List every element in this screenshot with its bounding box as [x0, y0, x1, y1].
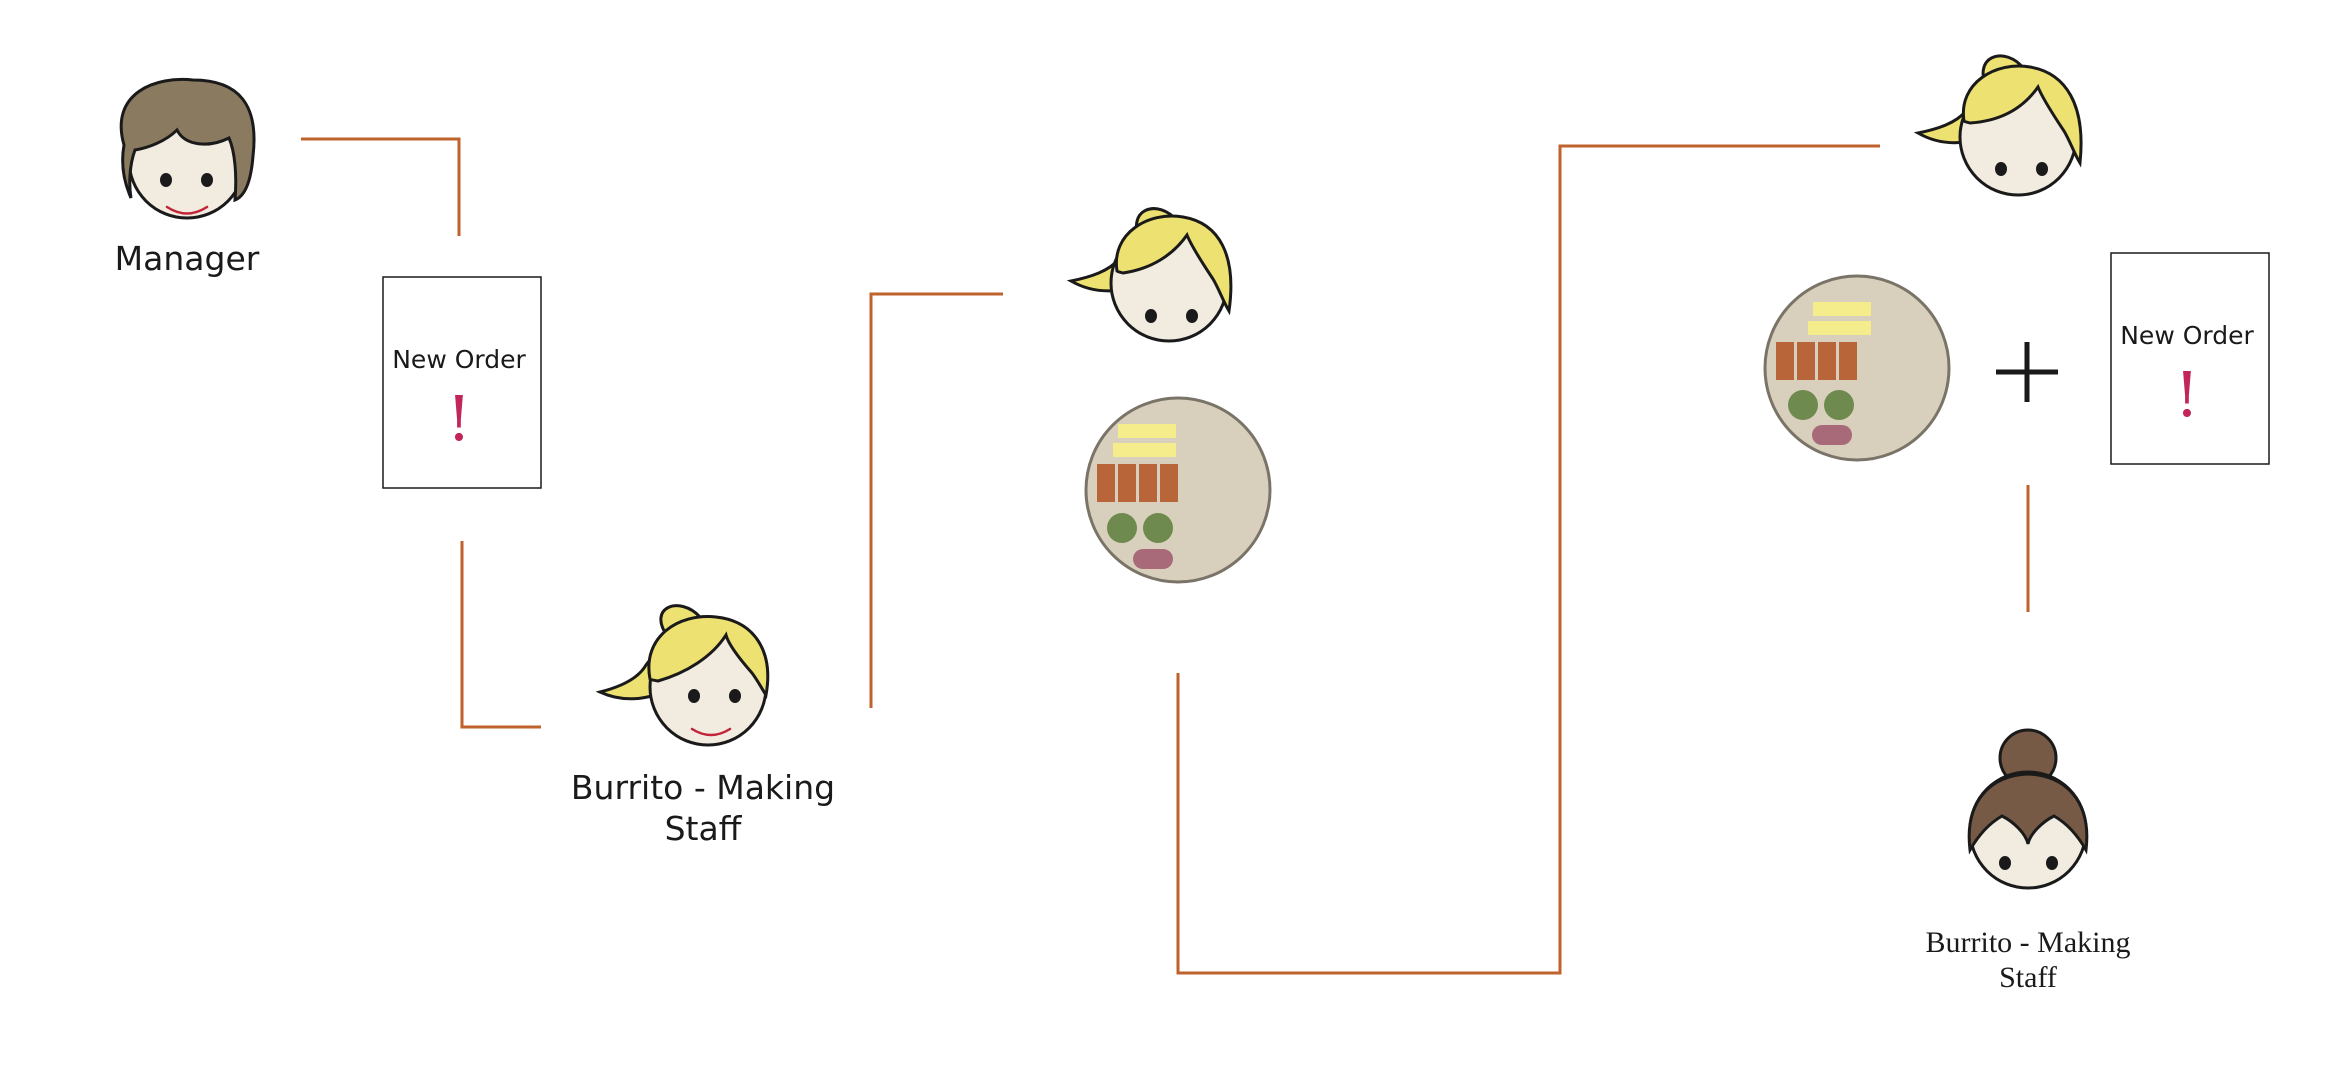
staff-b-right-eye	[2046, 856, 2058, 870]
blonde-hair	[647, 615, 770, 699]
connector-plate-to-final	[1176, 144, 1880, 975]
meat-block	[1818, 342, 1836, 380]
exclamation-icon: !	[447, 382, 472, 455]
bean	[1812, 425, 1852, 445]
veggie	[1788, 390, 1818, 420]
chef-right-eye	[1186, 309, 1198, 323]
tortilla-strip	[1808, 321, 1871, 335]
bun-hair	[1967, 772, 2089, 855]
staff-b-left-eye	[1999, 856, 2011, 870]
manager-left-eye	[160, 173, 172, 187]
burrito-plate-1	[1084, 396, 1272, 584]
staff-a-label-line1: Burrito - Making	[571, 768, 835, 807]
staff-a-label-line2: Staff	[665, 809, 743, 848]
plus-icon	[1996, 342, 2058, 402]
meat-block	[1160, 464, 1178, 502]
tortilla-strip	[1113, 443, 1176, 457]
new-order-title: New Order	[392, 345, 526, 374]
meat-block	[1776, 342, 1794, 380]
manager-label: Manager	[115, 239, 260, 278]
meat-block	[1797, 342, 1815, 380]
meat-block	[1139, 464, 1157, 502]
staff-a-smile	[690, 727, 732, 737]
new-order-title: New Order	[2120, 321, 2254, 350]
connector-manager-to-order	[301, 137, 461, 236]
blonde-hair	[1114, 214, 1233, 316]
final-staff-right-eye	[2036, 162, 2048, 176]
tortilla-strip	[1118, 424, 1176, 438]
connector-staff-to-chef	[869, 292, 1003, 708]
meat-block	[1839, 342, 1857, 380]
new-order-note-1: New Order !	[382, 276, 542, 489]
veggie	[1824, 390, 1854, 420]
staff-a-right-eye	[729, 689, 741, 703]
staff-b-avatar	[1967, 728, 2089, 890]
chef-avatar	[1066, 207, 1233, 343]
manager-hair	[119, 77, 256, 203]
staff-b-label-line1: Burrito - Making	[1926, 926, 2131, 959]
meat-block	[1097, 464, 1115, 502]
new-order-card	[382, 276, 542, 489]
new-order-card	[2110, 252, 2270, 465]
bean	[1133, 549, 1173, 569]
final-staff-avatar	[1913, 54, 2083, 197]
new-order-note-2: New Order !	[2110, 252, 2270, 465]
connector-order-to-staff	[460, 541, 541, 729]
staff-b-label-line2: Staff	[1999, 961, 2057, 994]
tortilla-strip	[1813, 302, 1871, 316]
exclamation-icon: !	[2175, 358, 2200, 431]
burrito-plate-2	[1763, 274, 1951, 462]
connector-lines	[301, 137, 2030, 975]
blonde-hair	[1961, 64, 2083, 168]
manager-smile	[165, 205, 209, 215]
meat-block	[1118, 464, 1136, 502]
chef-left-eye	[1145, 309, 1157, 323]
final-staff-left-eye	[1995, 162, 2007, 176]
veggie	[1107, 513, 1137, 543]
manager-avatar	[119, 77, 256, 220]
staff-a-left-eye	[688, 689, 700, 703]
veggie	[1143, 513, 1173, 543]
staff-a-avatar	[595, 604, 770, 747]
manager-right-eye	[201, 173, 213, 187]
